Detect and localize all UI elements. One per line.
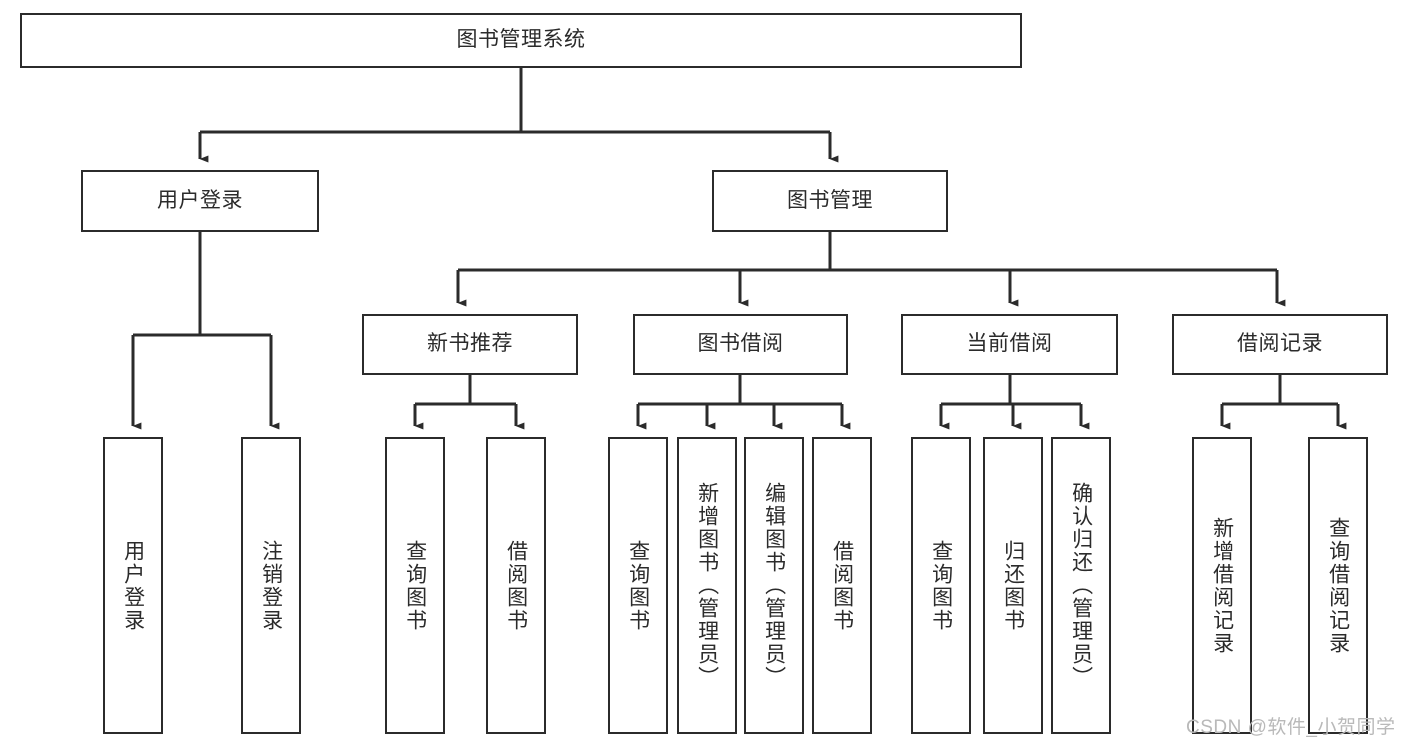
watermark-text: CSDN @软件_小贺同学 <box>1186 717 1396 738</box>
level2-node-borrow-record[interactable]: 借阅记录 <box>1172 314 1388 375</box>
level1-node-label: 图书管理 <box>787 188 873 212</box>
level2-node-label: 图书借阅 <box>697 332 784 356</box>
root-node-root[interactable]: 图书管理系统 <box>20 13 1022 68</box>
leaf-node-label: 确认归还（管理员） <box>1069 482 1093 689</box>
leaf-node-label: 编辑图书（管理员） <box>762 482 786 689</box>
level2-node-label: 借阅记录 <box>1237 332 1323 356</box>
leaf-node-leaf-query-record[interactable]: 查询借阅记录 <box>1308 437 1368 734</box>
level2-node-label: 当前借阅 <box>966 332 1053 356</box>
leaf-node-leaf-user-login[interactable]: 用户登录 <box>103 437 163 734</box>
leaf-node-leaf-add-record[interactable]: 新增借阅记录 <box>1192 437 1252 734</box>
leaf-node-leaf-query-book-3[interactable]: 查询图书 <box>911 437 971 734</box>
level1-node-user-login[interactable]: 用户登录 <box>81 170 319 232</box>
level2-node-book-borrow[interactable]: 图书借阅 <box>633 314 848 375</box>
leaf-node-leaf-user-logout[interactable]: 注销登录 <box>241 437 301 734</box>
level2-node-current-borrow[interactable]: 当前借阅 <box>901 314 1118 375</box>
level2-node-label: 新书推荐 <box>427 332 513 356</box>
leaf-node-label: 新增图书（管理员） <box>695 482 719 689</box>
leaf-node-label: 注销登录 <box>259 539 283 632</box>
leaf-node-leaf-edit-book[interactable]: 编辑图书（管理员） <box>744 437 804 734</box>
leaf-node-leaf-add-book[interactable]: 新增图书（管理员） <box>677 437 737 734</box>
leaf-node-label: 查询借阅记录 <box>1326 516 1350 655</box>
leaf-node-leaf-borrow-book-2[interactable]: 借阅图书 <box>812 437 872 734</box>
leaf-node-label: 归还图书 <box>1001 539 1025 632</box>
level2-node-new-book-recommend[interactable]: 新书推荐 <box>362 314 578 375</box>
level1-node-book-manage[interactable]: 图书管理 <box>712 170 948 232</box>
leaf-node-leaf-confirm-return[interactable]: 确认归还（管理员） <box>1051 437 1111 734</box>
leaf-node-label: 借阅图书 <box>504 539 528 632</box>
leaf-node-label: 查询图书 <box>626 539 650 632</box>
root-node-label: 图书管理系统 <box>456 28 586 52</box>
leaf-node-label: 新增借阅记录 <box>1210 516 1234 655</box>
leaf-node-label: 借阅图书 <box>830 539 854 632</box>
leaf-node-label: 查询图书 <box>403 539 427 632</box>
leaf-node-leaf-query-book-1[interactable]: 查询图书 <box>385 437 445 734</box>
leaf-node-leaf-query-book-2[interactable]: 查询图书 <box>608 437 668 734</box>
leaf-node-leaf-return-book[interactable]: 归还图书 <box>983 437 1043 734</box>
level1-node-label: 用户登录 <box>157 188 243 212</box>
leaf-node-label: 查询图书 <box>929 539 953 632</box>
leaf-node-label: 用户登录 <box>121 539 145 632</box>
leaf-node-leaf-borrow-book-1[interactable]: 借阅图书 <box>486 437 546 734</box>
